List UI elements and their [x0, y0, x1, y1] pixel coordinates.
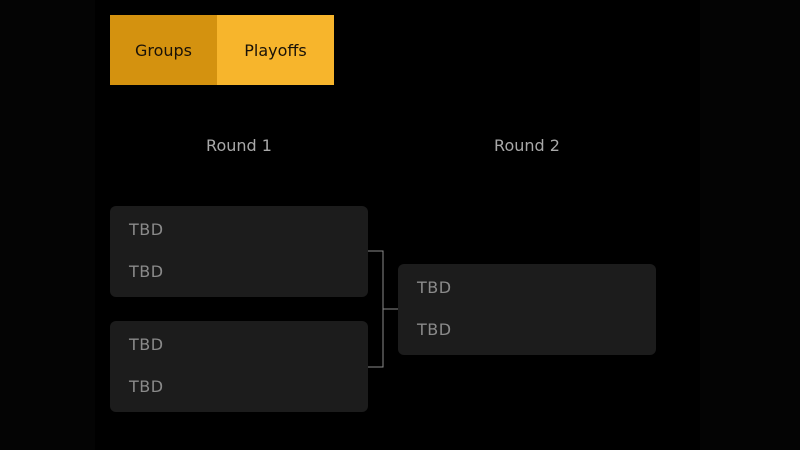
match-card-round2-1[interactable]: TBD TBD: [398, 264, 656, 355]
tab-playoffs[interactable]: Playoffs: [217, 15, 334, 85]
team-slot: TBD: [129, 335, 164, 354]
right-margin: [700, 0, 800, 450]
left-margin: [0, 0, 95, 450]
team-slot: TBD: [417, 320, 452, 339]
team-slot: TBD: [417, 278, 452, 297]
tab-groups-label: Groups: [134, 40, 193, 60]
tab-playoffs-label: Playoffs: [244, 40, 307, 60]
team-slot: TBD: [129, 220, 164, 239]
stage-tabs: Groups Playoffs: [110, 15, 334, 85]
round-1-title: Round 1: [206, 136, 272, 155]
team-slot: TBD: [129, 262, 164, 281]
match-card-round1-2[interactable]: TBD TBD: [110, 321, 368, 412]
team-slot: TBD: [129, 377, 164, 396]
round-2-title: Round 2: [494, 136, 560, 155]
connector-lines: [368, 250, 398, 368]
match-card-round1-1[interactable]: TBD TBD: [110, 206, 368, 297]
tab-groups[interactable]: Groups: [110, 15, 217, 85]
